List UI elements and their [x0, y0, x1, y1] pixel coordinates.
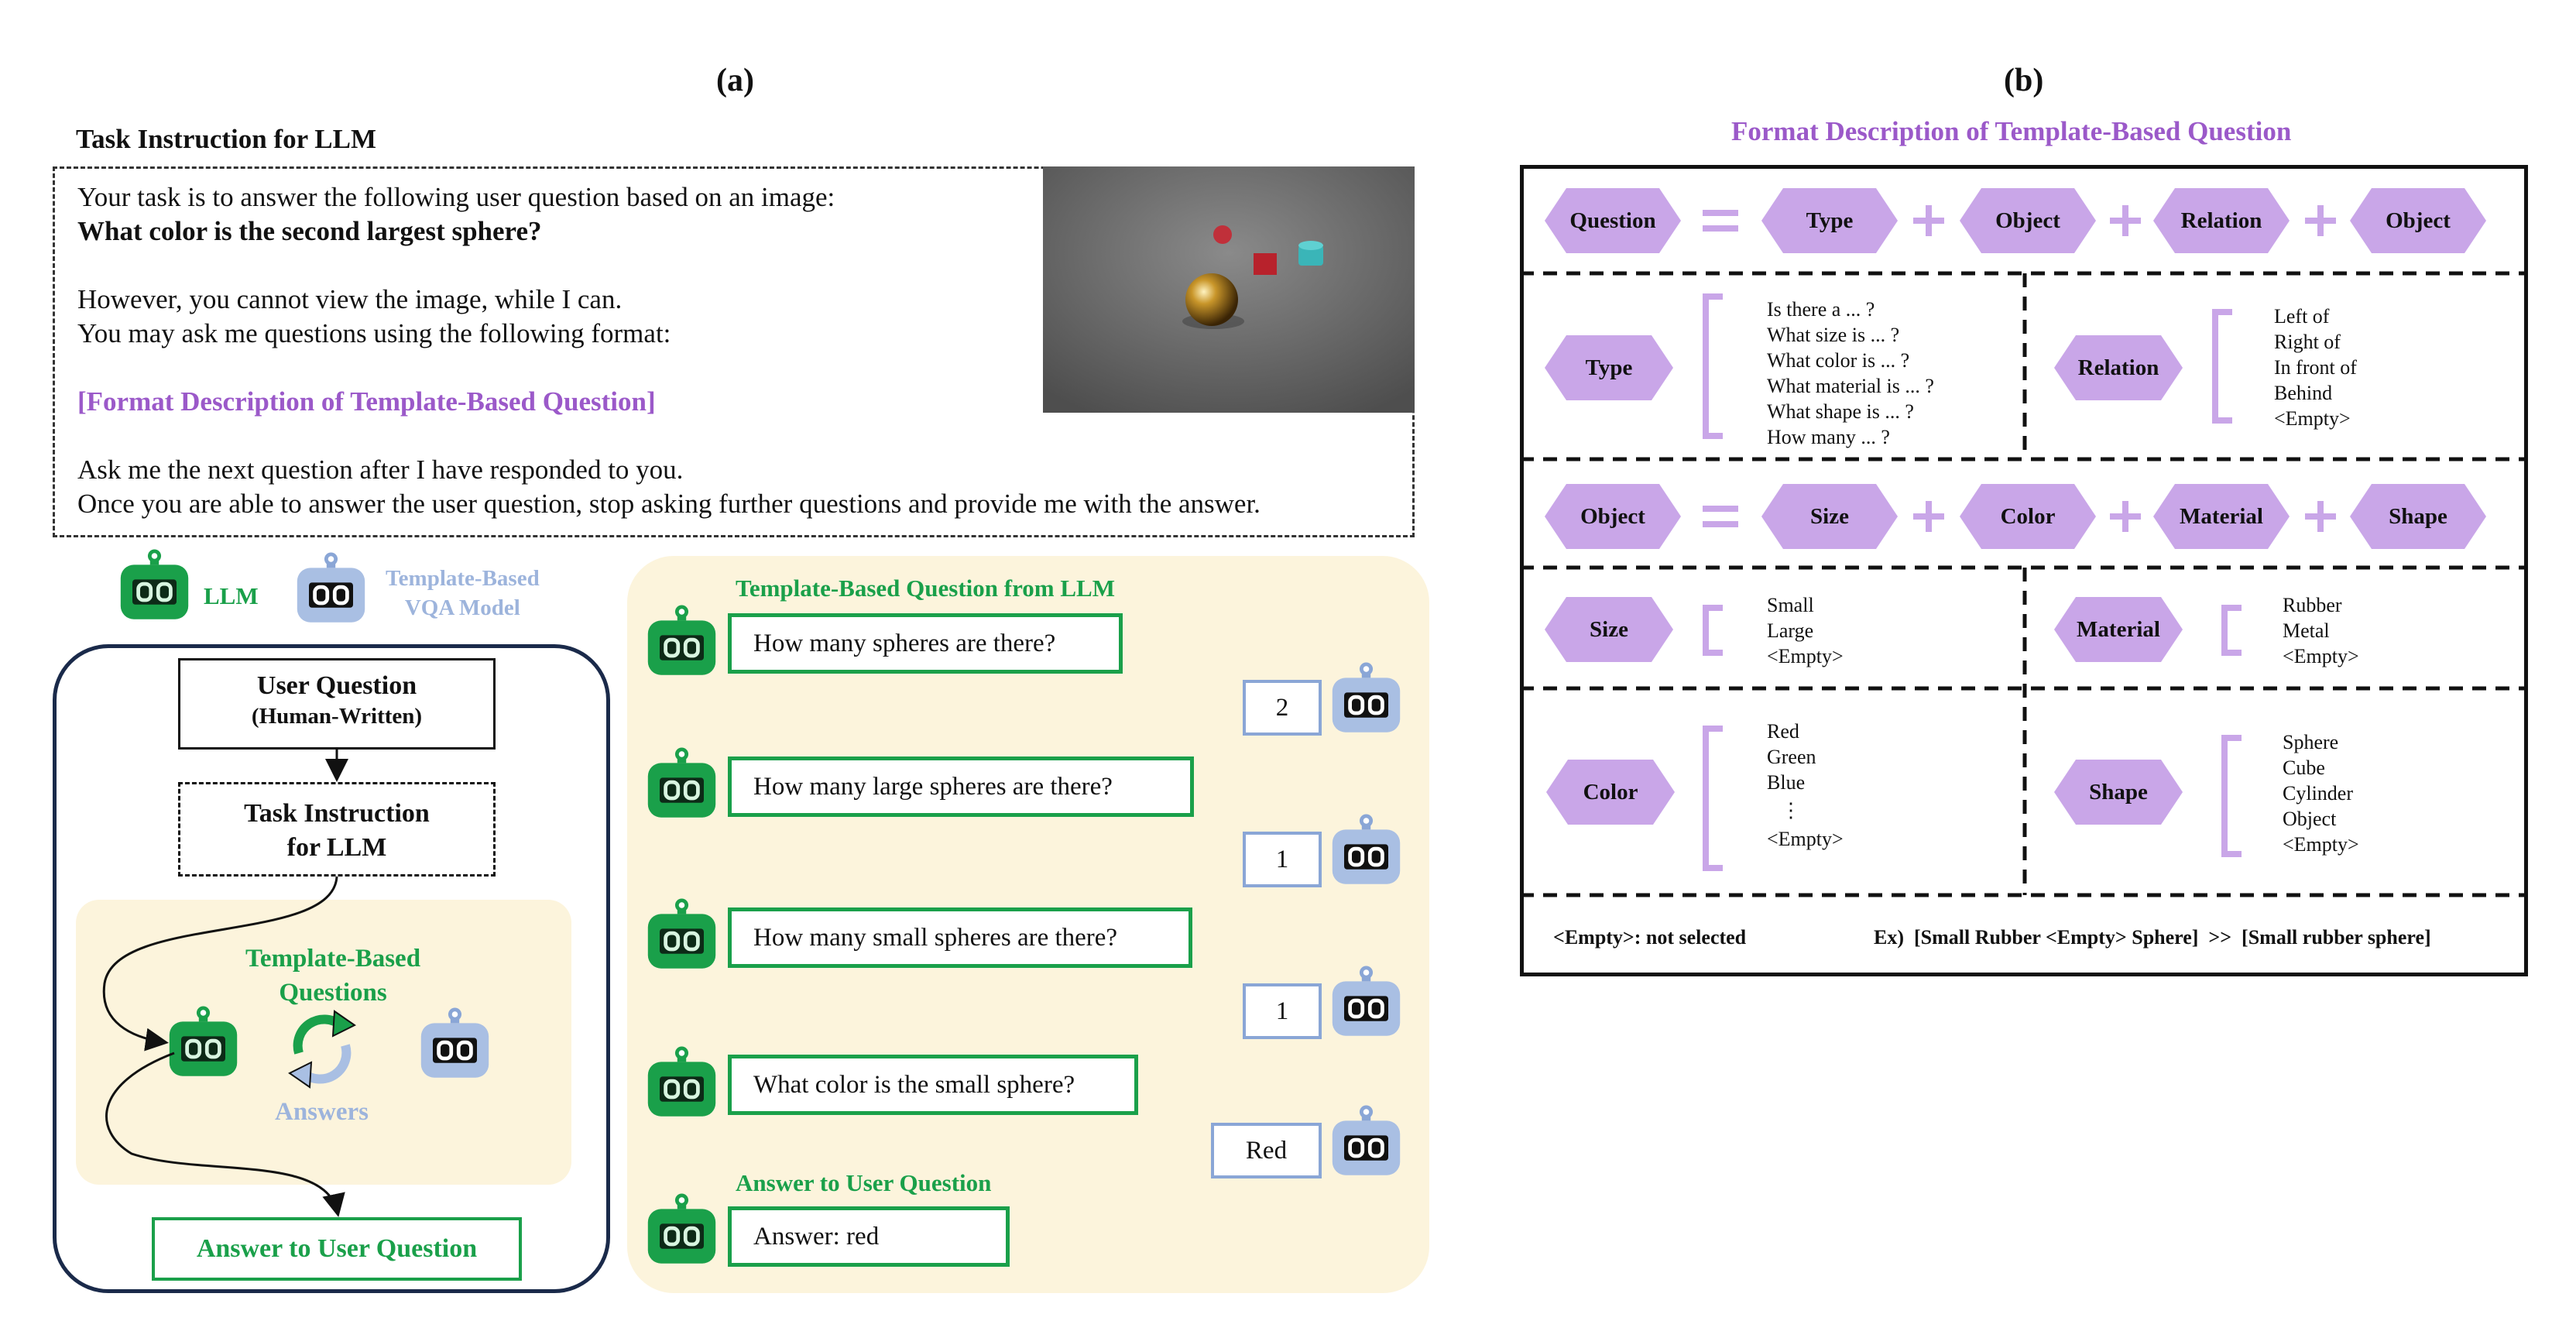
dialogue-llm-icon-1 — [645, 602, 719, 680]
question-box-3: How many small spheres are there? — [728, 907, 1192, 968]
dialogue-llm-icon-2 — [645, 745, 719, 822]
size-options-list: Small Large <Empty> — [1767, 592, 1844, 669]
question-box-4: What color is the small sphere? — [728, 1055, 1138, 1115]
dialogue-llm-icon-5 — [645, 1191, 719, 1268]
hex-object-row1-label: Object — [1960, 188, 2096, 253]
size-option: Small — [1767, 592, 1844, 618]
hex-size-label: Size — [1545, 597, 1673, 662]
relation-option: Behind — [2274, 380, 2357, 406]
type-option: Is there a ... ? — [1767, 297, 1934, 322]
flow-arrows — [0, 0, 619, 1316]
final-answer-box: Answer: red — [728, 1206, 1010, 1267]
hex-relation-label: Relation — [2054, 335, 2183, 400]
small-red-sphere — [1213, 225, 1232, 244]
shape-option: Cylinder — [2283, 780, 2359, 806]
color-option: <Empty> — [1767, 826, 1844, 852]
dialogue-vqa-icon-1 — [1329, 660, 1403, 737]
hex-material-label: Material — [2054, 597, 2183, 662]
type-option: What material is ... ? — [1767, 373, 1934, 399]
shape-option: Cube — [2283, 755, 2359, 780]
color-option: Green — [1767, 744, 1844, 770]
shape-option: Sphere — [2283, 729, 2359, 755]
red-cube — [1254, 253, 1277, 275]
material-option: <Empty> — [2283, 643, 2359, 669]
relation-option: <Empty> — [2274, 406, 2357, 431]
scene-image — [1043, 166, 1415, 413]
hex-color-label: Color — [1546, 760, 1675, 825]
answer-header: Answer to User Question — [736, 1169, 991, 1197]
relation-option: Left of — [2274, 304, 2357, 329]
material-option: Rubber — [2283, 592, 2359, 618]
hex-type-label: Type — [1545, 335, 1673, 400]
empty-note: <Empty>: not selected — [1553, 926, 1746, 949]
question-box-2: How many large spheres are there? — [728, 756, 1194, 817]
size-option: Large — [1767, 618, 1844, 643]
hex-size-row3-label: Size — [1761, 484, 1898, 549]
answer-box-1: 2 — [1243, 680, 1322, 736]
hex-question-label: Question — [1545, 188, 1681, 253]
dialogue-vqa-icon-4 — [1329, 1103, 1403, 1180]
hex-shape-label: Shape — [2054, 760, 2183, 825]
hex-material-row3-label: Material — [2153, 484, 2290, 549]
type-option: How many ... ? — [1767, 424, 1934, 450]
hex-type-row1-label: Type — [1761, 188, 1898, 253]
type-option: What size is ... ? — [1767, 322, 1934, 348]
gold-sphere — [1185, 273, 1238, 326]
type-options-list: Is there a ... ? What size is ... ? What… — [1767, 297, 1934, 450]
example-note: Ex) [Small Rubber <Empty> Sphere] >> [Sm… — [1874, 926, 2431, 949]
dialogue-vqa-icon-3 — [1329, 963, 1403, 1041]
color-option: Red — [1767, 719, 1844, 744]
hex-object2-row1-label: Object — [2350, 188, 2486, 253]
panel-a-label: (a) — [716, 62, 754, 99]
color-option: Blue — [1767, 770, 1844, 795]
panel-b-title: Format Description of Template-Based Que… — [1731, 116, 2291, 147]
answer-box-4: Red — [1211, 1123, 1322, 1178]
hex-relation-row1-label: Relation — [2153, 188, 2290, 253]
type-option: What shape is ... ? — [1767, 399, 1934, 424]
shape-options-list: Sphere Cube Cylinder Object <Empty> — [2283, 729, 2359, 857]
dialogue-llm-icon-3 — [645, 896, 719, 973]
color-ellipsis: ⋮ — [1767, 795, 1844, 826]
material-options-list: Rubber Metal <Empty> — [2283, 592, 2359, 669]
shape-option: Object — [2283, 806, 2359, 832]
relation-option: Right of — [2274, 329, 2357, 355]
hex-color-row3-label: Color — [1960, 484, 2096, 549]
question-box-1: How many spheres are there? — [728, 613, 1123, 674]
hex-shape-row3-label: Shape — [2350, 484, 2486, 549]
dialogue-vqa-icon-2 — [1329, 811, 1403, 889]
shape-option: <Empty> — [2283, 832, 2359, 857]
size-option: <Empty> — [1767, 643, 1844, 669]
dialogue-llm-icon-4 — [645, 1044, 719, 1121]
relation-options-list: Left of Right of In front of Behind <Emp… — [2274, 304, 2357, 431]
answer-box-3: 1 — [1243, 983, 1322, 1039]
hex-object-row3-label: Object — [1545, 484, 1681, 549]
dialogue-header: Template-Based Question from LLM — [736, 575, 1115, 602]
panel-b-label: (b) — [2004, 62, 2043, 99]
color-options-list: Red Green Blue ⋮ <Empty> — [1767, 719, 1844, 852]
format-hexagons — [1520, 165, 2528, 976]
type-option: What color is ... ? — [1767, 348, 1934, 373]
relation-option: In front of — [2274, 355, 2357, 380]
answer-box-2: 1 — [1243, 832, 1322, 887]
material-option: Metal — [2283, 618, 2359, 643]
